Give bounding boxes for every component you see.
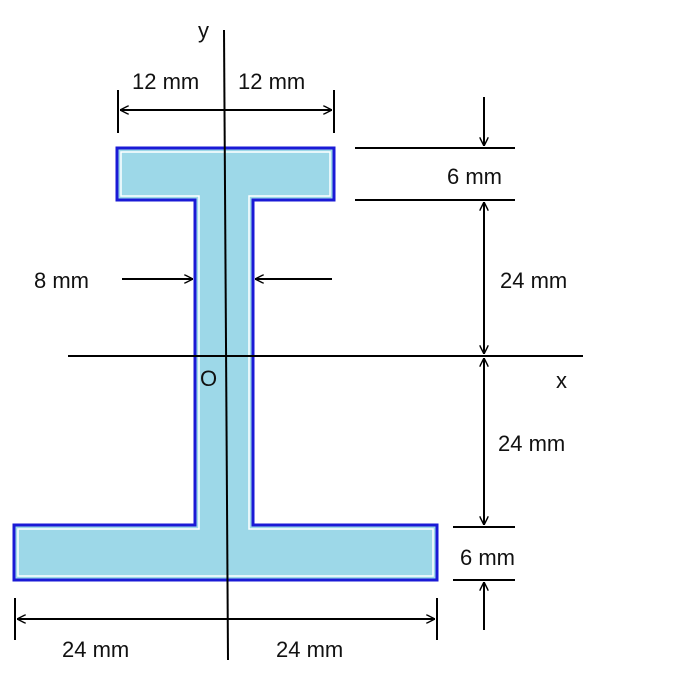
- i-section-inner-highlight: [17, 151, 434, 577]
- top-flange-half-right-label: 12 mm: [238, 69, 305, 94]
- bottom-flange-half-right-label: 24 mm: [276, 637, 343, 662]
- x-axis-label: x: [556, 368, 567, 393]
- top-flange-half-left-label: 12 mm: [132, 69, 199, 94]
- y-axis-label: y: [198, 18, 209, 43]
- bottom-flange-half-left-label: 24 mm: [62, 637, 129, 662]
- upper-web-height-label: 24 mm: [500, 268, 567, 293]
- top-flange-thickness-label: 6 mm: [447, 164, 502, 189]
- bottom-flange-thickness-label: 6 mm: [460, 545, 515, 570]
- origin-label: O: [200, 366, 217, 391]
- web-thickness-label: 8 mm: [34, 268, 89, 293]
- y-axis-line: [223, 29, 229, 661]
- lower-web-height-label: 24 mm: [498, 431, 565, 456]
